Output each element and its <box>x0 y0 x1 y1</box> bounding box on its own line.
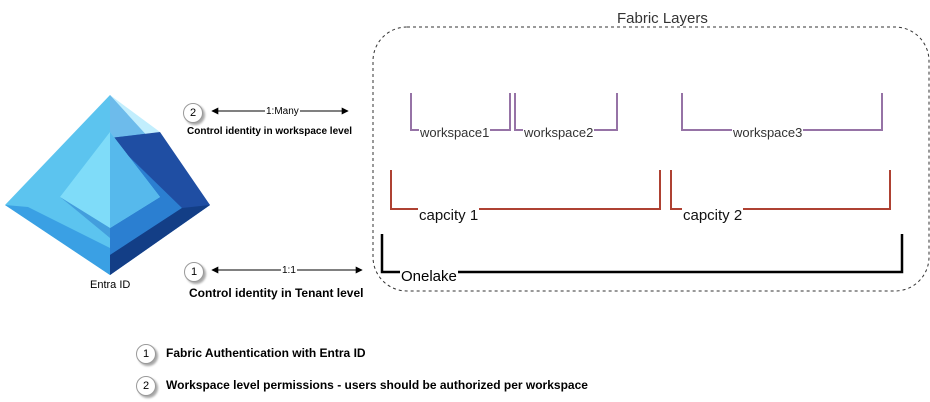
onelake-bracket <box>380 234 904 274</box>
connection-2-badge: 2 <box>183 103 203 123</box>
connection-1-badge: 1 <box>184 262 204 282</box>
capacity2-label: capcity 2 <box>682 207 744 224</box>
workspace1-label: workspace1 <box>419 125 491 140</box>
legend-text-2: Workspace level permissions - users shou… <box>166 378 588 392</box>
workspace2-label: workspace2 <box>523 125 595 140</box>
entra-id-icon <box>5 95 210 275</box>
legend-badge-1: 1 <box>136 344 156 364</box>
entra-id-label: Entra ID <box>90 279 131 291</box>
workspace3-label: workspace3 <box>732 125 804 140</box>
onelake-label: Onelake <box>400 268 458 285</box>
connection-2-cardinality: 1:Many <box>265 106 300 117</box>
legend-text-1: Fabric Authentication with Entra ID <box>166 346 366 360</box>
connection-2-caption: Control identity in workspace level <box>187 126 353 137</box>
capacity1-label: capcity 1 <box>418 207 480 224</box>
capacity2-bracket <box>670 170 891 210</box>
capacity1-bracket <box>390 170 661 210</box>
legend-badge-2: 2 <box>136 376 156 396</box>
fabric-layers-title: Fabric Layers <box>617 10 708 27</box>
fabric-layers-boundary <box>372 26 930 292</box>
connection-1-cardinality: 1:1 <box>281 265 297 276</box>
connection-1-caption: Control identity in Tenant level <box>189 286 364 300</box>
